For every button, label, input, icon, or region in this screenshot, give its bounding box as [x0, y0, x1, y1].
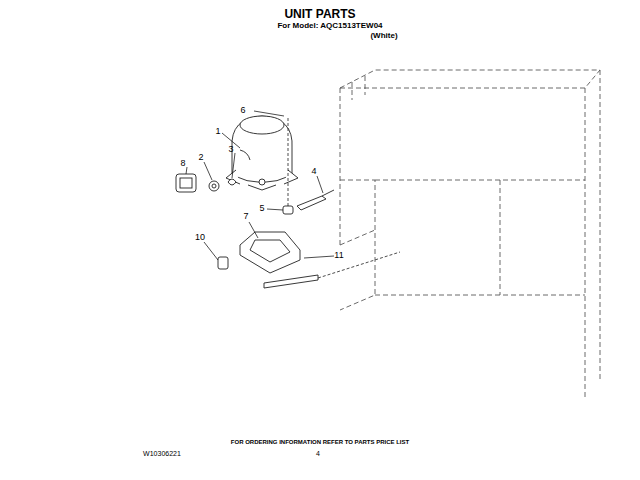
- page-number: 4: [316, 450, 320, 457]
- callout-number: 5: [259, 204, 264, 213]
- callout-number: 8: [180, 159, 185, 168]
- callout-number: 10: [195, 233, 205, 242]
- callout-number: 3: [228, 145, 233, 154]
- callout-number: 7: [243, 212, 248, 221]
- compressor: [226, 116, 298, 190]
- model-line: For Model: AQC1513TEW04: [277, 22, 382, 30]
- callout-number: 6: [240, 106, 245, 115]
- footer-note: FOR ORDERING INFORMATION REFER TO PARTS …: [231, 439, 409, 445]
- leader-lines: [186, 111, 400, 278]
- callout-number: 4: [311, 167, 316, 176]
- cabinet-outline: [340, 70, 600, 400]
- callout-number: 1: [215, 127, 220, 136]
- page-title: UNIT PARTS: [284, 8, 355, 20]
- color-note: (White): [370, 32, 397, 40]
- callout-number: 11: [334, 251, 343, 260]
- callout-number: 2: [198, 153, 203, 162]
- document-number: W10306221: [143, 450, 181, 457]
- small-parts: [176, 174, 334, 288]
